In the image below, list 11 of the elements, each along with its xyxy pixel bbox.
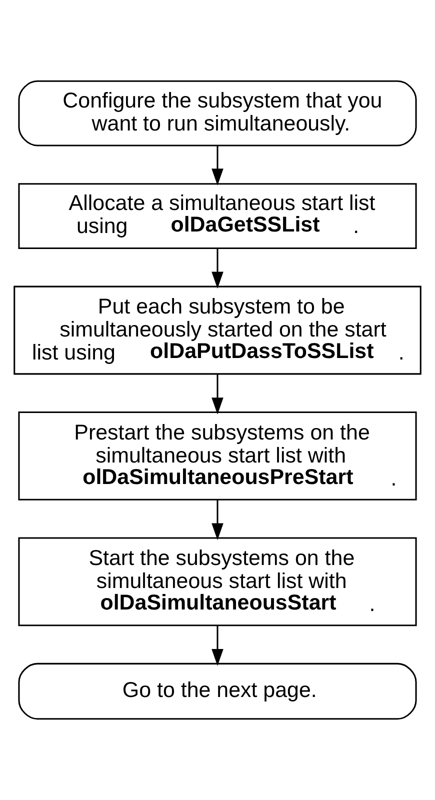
- arrow: [212, 248, 224, 289]
- arrow: [212, 374, 224, 414]
- arrow: [212, 626, 224, 666]
- node-box: Put each subsystem to be simultaneously started on the start list using olDaPutDassToSSList.: [14, 286, 422, 375]
- node-box: Start the subsystems on the simultaneous start list with olDaSimultaneousStart.: [18, 537, 417, 626]
- arrow: [212, 146, 224, 186]
- arrow: [212, 500, 224, 540]
- node-box: Allocate a simultaneous start list using olDaGetSSList.: [18, 183, 417, 249]
- node-box: Configure the subsystem that you want to run simultaneously.: [18, 80, 417, 146]
- node-box: Go to the next page.: [18, 662, 417, 720]
- node-box: Prestart the subsystems on the simultaneous start list with olDaSimultaneousPreStart.: [18, 412, 417, 500]
